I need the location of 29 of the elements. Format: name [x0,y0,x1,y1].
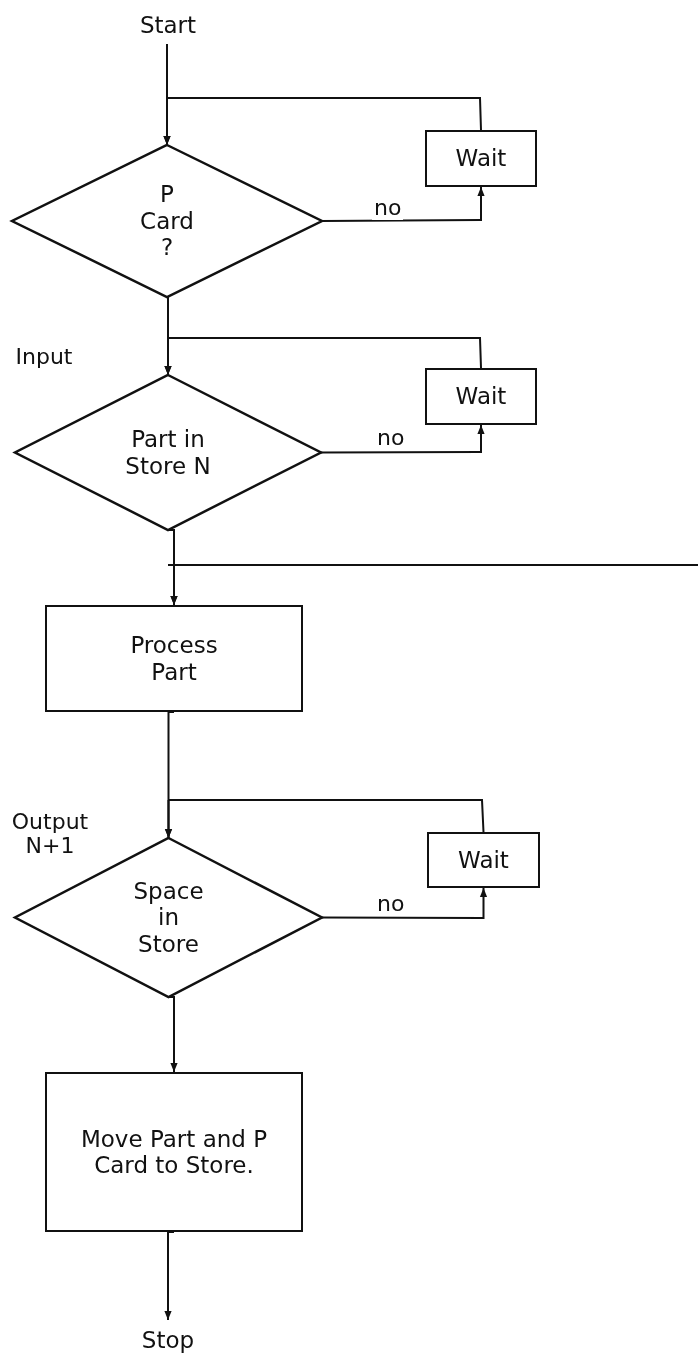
box-text: Wait [455,145,507,172]
process-box [427,832,540,888]
arrow [164,1231,175,1321]
arrow [167,996,178,1073]
decision-diamond [15,375,321,530]
process-box [45,605,303,712]
box-text: Process Part [129,632,219,685]
arrow [164,337,482,376]
box-text: Wait [455,383,507,410]
arrow [320,424,485,454]
arrow [163,97,482,146]
process-box [45,1072,303,1232]
arrow [164,799,485,839]
process-box [425,130,537,187]
decision-diamond [12,145,322,297]
side-label: Input [14,345,74,370]
process-box [425,368,537,425]
terminal-text: Stop [141,1326,195,1354]
box-text: Wait [458,846,509,874]
arrow [321,887,488,919]
incoming-arrow [167,564,699,606]
side-label: Output N+1 [10,810,90,859]
box-text: Move Part and P Card to Store. [79,1125,269,1179]
decision-text: Space in Store [132,877,205,958]
decision-diamond [15,838,322,997]
arrow [321,186,485,222]
terminal-text: Start [139,11,197,39]
decision-text: P Card ? [139,181,195,261]
decision-text: Part in Store N [124,426,212,479]
